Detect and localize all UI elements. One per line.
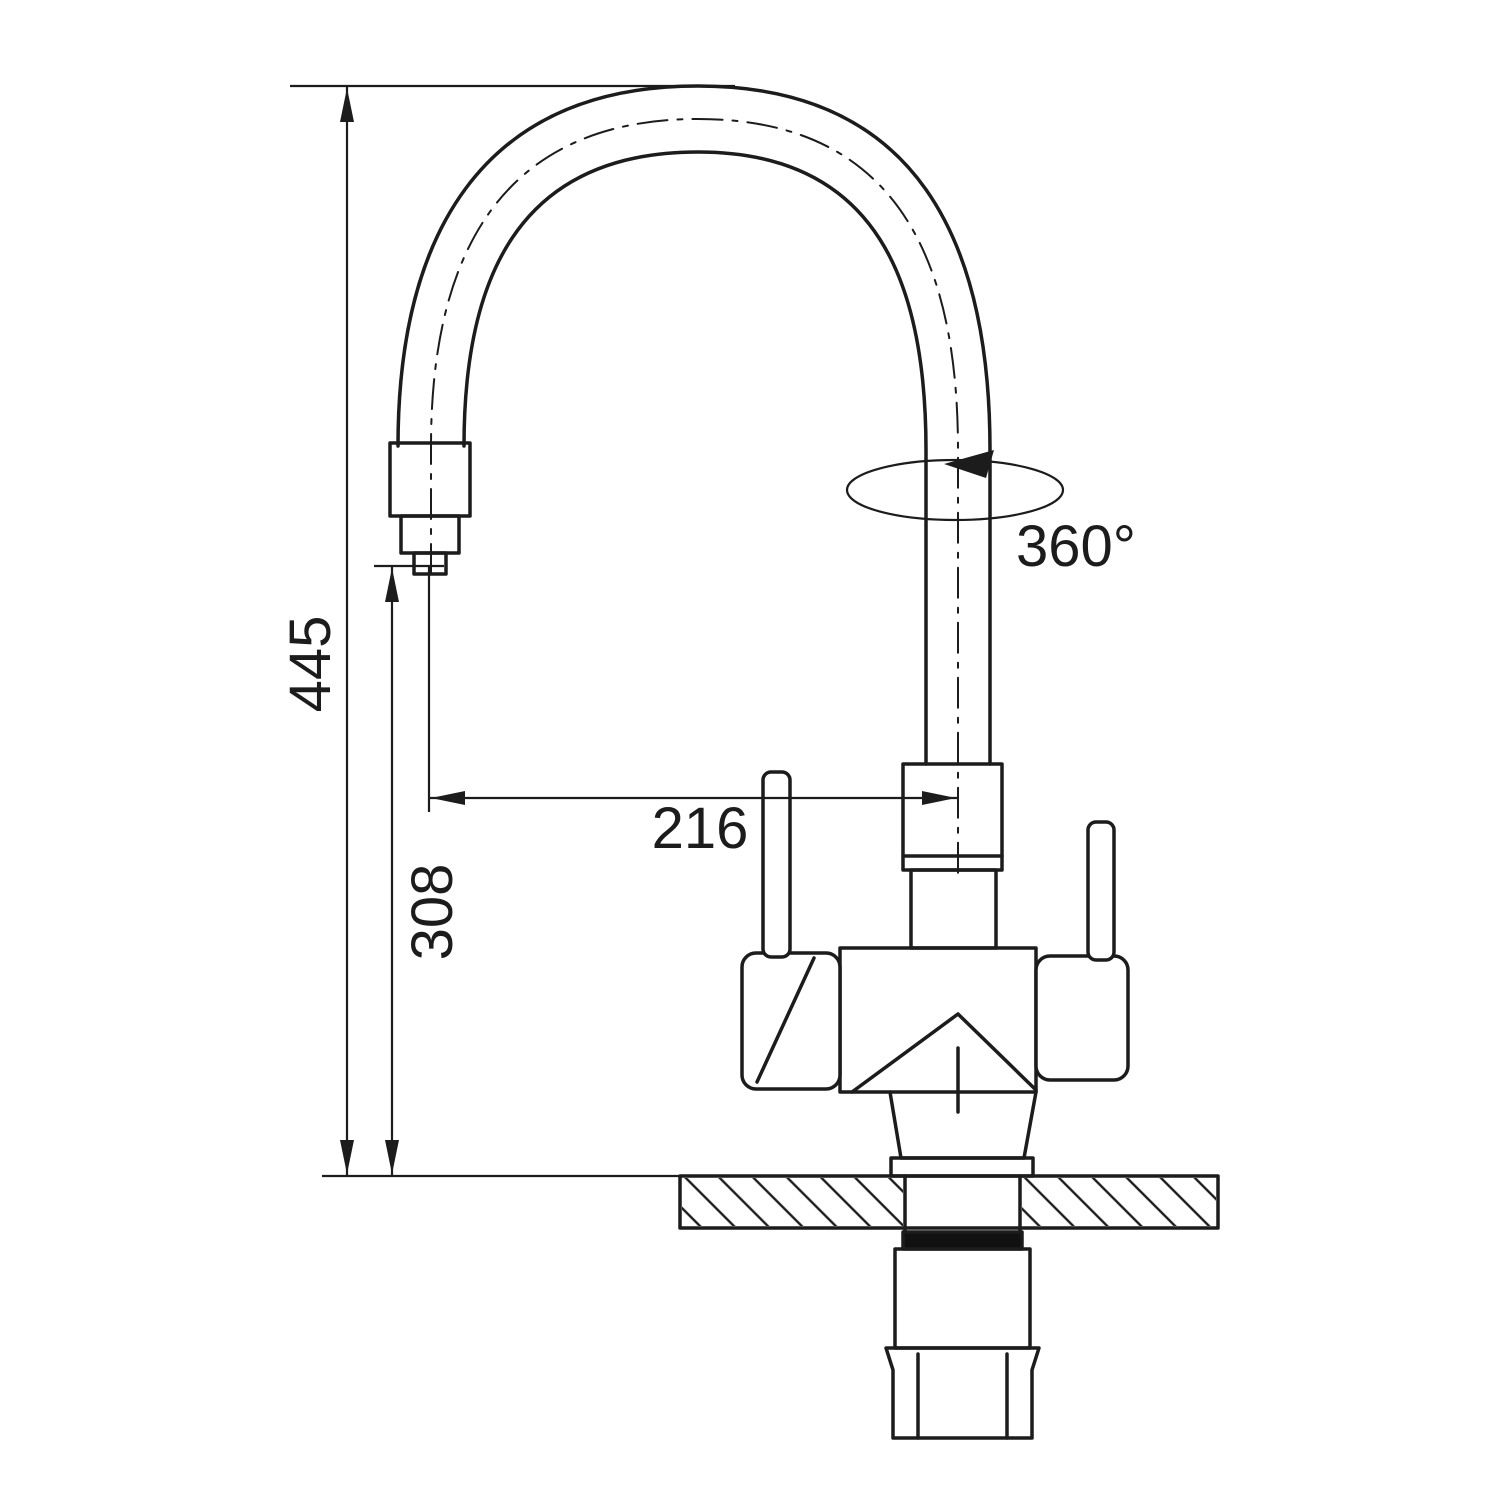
dim-spout-reach — [427, 566, 958, 812]
dim-total-height-label: 445 — [278, 616, 343, 713]
right-lever — [1086, 820, 1116, 962]
supply-connector — [884, 1230, 1041, 1440]
rotation-annotation — [845, 450, 1065, 522]
countertop — [678, 1174, 1220, 1234]
rotation-arrow-icon — [944, 450, 994, 478]
dimensions — [290, 84, 1065, 1178]
dimension-labels: 445 308 216 360° — [278, 514, 1136, 960]
riser-coupling — [901, 762, 1004, 950]
dim-spout-height — [374, 564, 444, 1176]
spout-centerline — [430, 118, 959, 881]
dim-spout-reach-label: 216 — [652, 796, 749, 861]
left-handle-base — [740, 951, 842, 1091]
dim-spout-height-label: 308 — [400, 864, 465, 961]
locknut-washer — [901, 1230, 1024, 1251]
valve-body — [838, 946, 1038, 1178]
spout-arch — [396, 84, 992, 881]
right-handle-base — [1034, 954, 1130, 1082]
rotation-label: 360° — [1016, 514, 1136, 579]
left-lever — [761, 770, 792, 959]
left-handle-base-edge — [755, 956, 816, 1084]
rotation-ellipse — [845, 458, 1065, 522]
dim-total-height — [290, 84, 735, 1178]
handle-levers — [761, 770, 1116, 962]
handle-bases — [740, 951, 1130, 1091]
